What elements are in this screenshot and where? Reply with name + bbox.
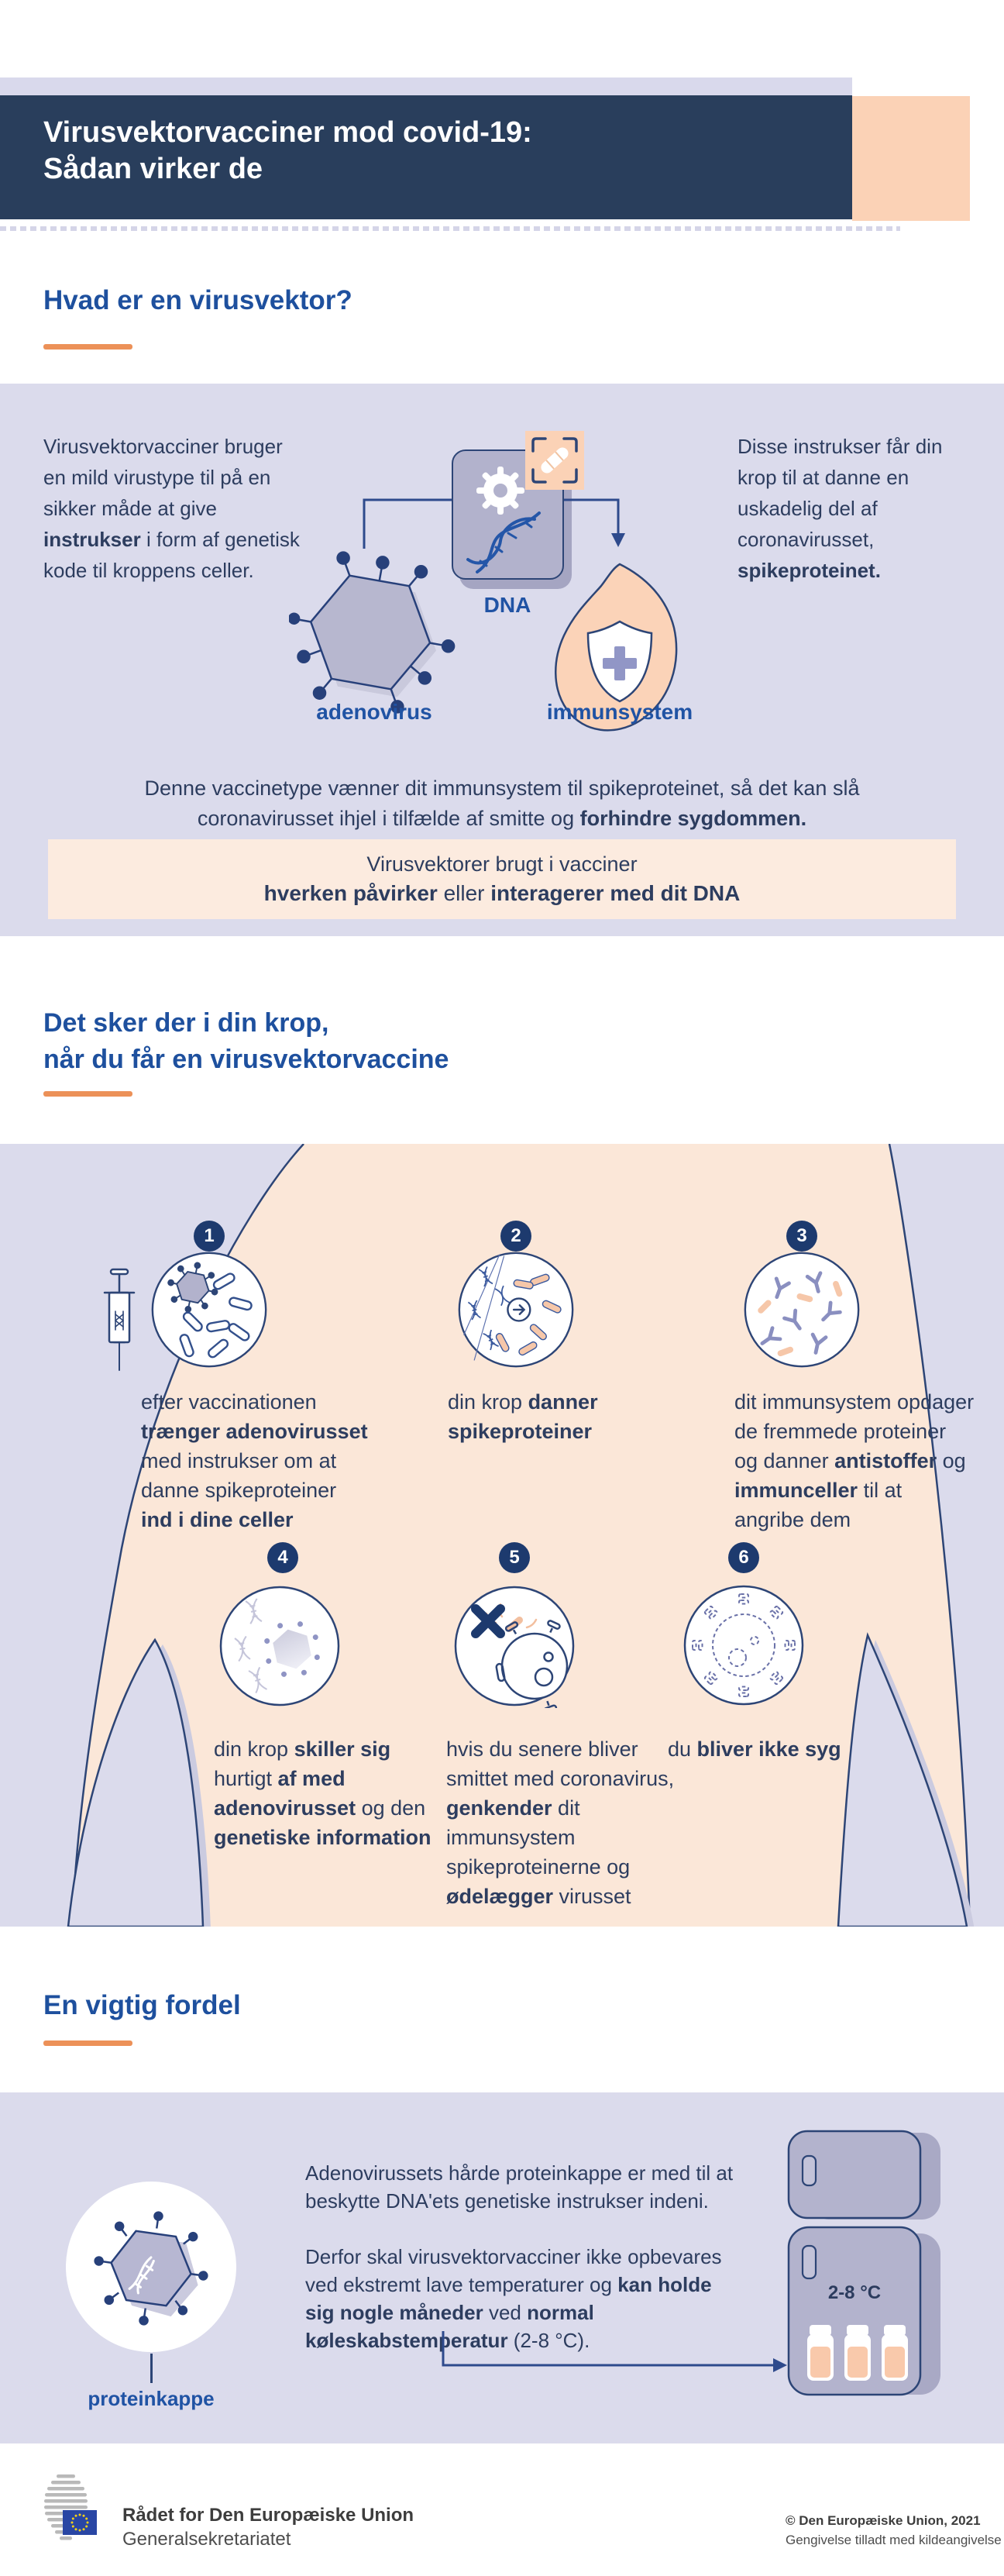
section-heading-how: Det sker der i din krop,når du får en vi… (43, 1008, 449, 1074)
vaccine-statement: Denne vaccinetype vænner dit immunsystem… (144, 777, 860, 830)
dna-label: DNA (483, 593, 531, 617)
page-title: Virusvektorvacciner mod covid-19: Sådan v… (0, 95, 852, 188)
step-badge: 1 (194, 1221, 225, 1252)
top-lavender-strip (0, 77, 852, 95)
orange-rule (43, 1091, 132, 1097)
intro-right-text: Disse instrukser får din krop til at dan… (738, 435, 943, 582)
arrow-down-icon (611, 533, 625, 547)
section-heading-benefit: En vigtig fordel (43, 1990, 241, 2020)
step-badge: 6 (728, 1542, 759, 1573)
fridge-handle (801, 2244, 817, 2280)
no-illness-icon (683, 1585, 804, 1706)
vial-icon (807, 2325, 834, 2381)
step-text: din krop skiller sig hurtigt af med aden… (214, 1737, 432, 1849)
step-text: dit immunsystem opdager de fremmede prot… (734, 1390, 975, 1531)
connector-arrows (363, 498, 625, 549)
gear-icon (476, 467, 524, 515)
virus-destroyed-icon (454, 1586, 575, 1708)
banner-accent-block (852, 96, 970, 221)
step-text: efter vaccinationen trænger adenovirusse… (141, 1390, 368, 1531)
page-title-line1: Virusvektorvacciner mod covid-19: (43, 116, 532, 149)
section-heading-what: Hvad er en virusvektor? (43, 285, 352, 315)
intro-left-text: Virusvektorvacciner bruger en mild virus… (43, 435, 300, 582)
fridge-arrow (442, 2331, 787, 2372)
dna-box-line1: Virusvektorer brugt i vacciner (366, 852, 638, 876)
spike-protein-focus-icon (531, 437, 578, 484)
eu-council-logo (44, 2474, 97, 2540)
benefit-text-2: Derfor skal virusvektorvacciner ikke opb… (305, 2245, 722, 2352)
dna-statement-box: Virusvektorer brugt i vacciner hverken p… (48, 839, 956, 919)
virus-clearance-icon (219, 1586, 340, 1706)
fridge-icon (787, 2130, 940, 2396)
vial-icon (882, 2325, 908, 2381)
title-banner: Virusvektorvacciner mod covid-19: Sådan v… (0, 95, 852, 219)
adenovirus-icon (289, 551, 456, 714)
footer-org-subtitle: Generalsekretariatet (122, 2529, 291, 2550)
page-title-line2: Sådan virker de (43, 153, 263, 185)
dna-helix-icon (466, 511, 541, 573)
cell-entry-icon (151, 1252, 267, 1368)
dashed-separator (0, 226, 900, 231)
footer-copyright-note: Gengivelse tilladt med kildeangivelse (786, 2533, 1002, 2547)
step-badge: 2 (500, 1221, 531, 1252)
step-text: du bliver ikke syg (668, 1737, 841, 1761)
immune-system-icon (555, 563, 678, 732)
step-text: hvis du senere bliver smittet med corona… (446, 1737, 675, 1908)
spike-production-icon (458, 1252, 574, 1368)
antibodies-icon (744, 1252, 860, 1368)
vial-icon (844, 2325, 871, 2381)
freezer-handle (801, 2154, 817, 2187)
step-badge: 3 (786, 1221, 817, 1252)
protein-capsid-label: proteinkappe (88, 2387, 215, 2410)
step-text: din krop danner spikeproteiner (448, 1390, 598, 1443)
benefit-text-1: Adenovirussets hårde proteinkappe er med… (305, 2161, 734, 2213)
protein-capsid-icon (94, 2211, 208, 2326)
arrow-right-icon (512, 1304, 526, 1315)
orange-rule (43, 2040, 132, 2046)
x-mark-icon (471, 1604, 505, 1638)
syringe-icon (103, 1268, 136, 1371)
step-badge: 5 (499, 1542, 530, 1573)
dna-box-line2: hverken påvirker eller interagerer med d… (263, 881, 741, 905)
orange-rule (43, 344, 132, 350)
step-badge: 4 (267, 1542, 298, 1573)
capsid-label-connector (150, 2354, 153, 2383)
immune-system-label: immunsystem (546, 700, 693, 724)
fridge-temperature-label: 2-8 °C (827, 2282, 882, 2303)
footer-org-name: Rådet for Den Europæiske Union (122, 2505, 414, 2526)
arrow-right-icon (773, 2358, 787, 2372)
adenovirus-label: adenovirus (316, 700, 432, 724)
footer-copyright: © Den Europæiske Union, 2021 (786, 2513, 981, 2528)
